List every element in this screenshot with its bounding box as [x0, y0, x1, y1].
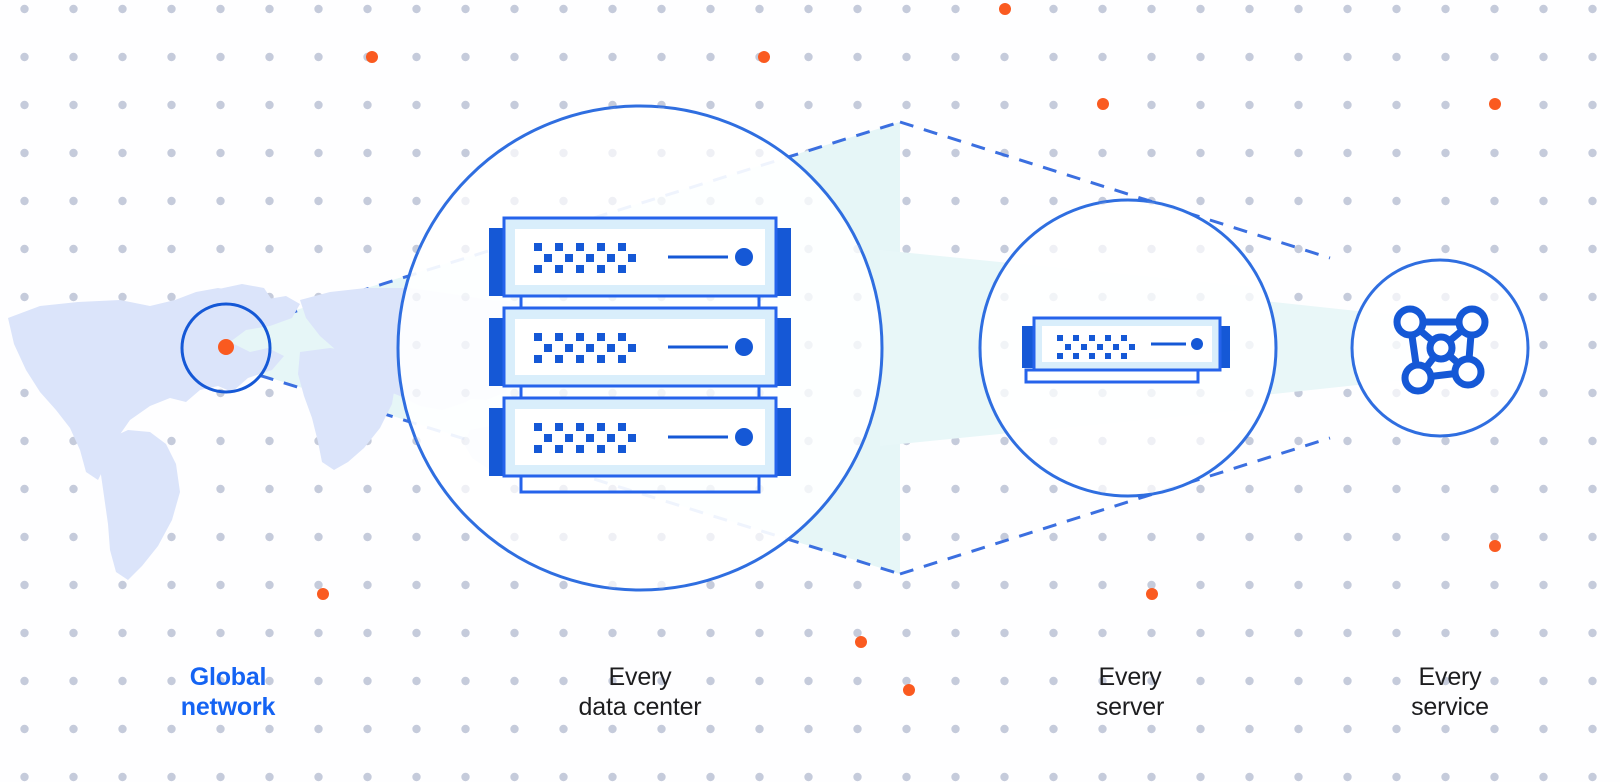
stage-label-service-line1: Every: [1418, 663, 1482, 691]
rack-unit-1-led-grid: [534, 243, 636, 273]
rack-unit-3-indicator: [735, 428, 753, 446]
rack-unit-2-indicator: [735, 338, 753, 356]
stage-label-global-network-line1: Global: [189, 663, 267, 691]
rack-unit-1-indicator: [735, 248, 753, 266]
server-indicator: [1191, 338, 1203, 350]
rack-unit-1: [489, 216, 791, 298]
server-rack-icon: [489, 216, 791, 494]
stage-label-global-network-line2: network: [180, 693, 276, 721]
graph-node-bottom-right: [1451, 355, 1485, 389]
server-led-grid: [1057, 335, 1135, 359]
stage-label-data-center-line1: Every: [608, 663, 672, 691]
map-landmass-samerica: [100, 430, 180, 580]
graph-node-top-right: [1455, 305, 1489, 339]
server-base: [1024, 368, 1200, 384]
rack-unit-3-led-grid: [534, 423, 636, 453]
single-server-icon: [1022, 316, 1230, 384]
stage-label-server-line1: Every: [1098, 663, 1162, 691]
dash-upper-dc-srv: [899, 120, 1331, 260]
rack-unit-2: [489, 306, 791, 388]
graph-node-bottom-left: [1401, 361, 1435, 395]
rack-unit-2-led-grid: [534, 333, 636, 363]
map-focus-circle: [180, 302, 272, 394]
network-graph-nodes: [1393, 305, 1489, 395]
graph-node-top-left: [1393, 305, 1427, 339]
map-landmass-africa: [298, 348, 396, 470]
dash-lower-dc-srv: [899, 436, 1331, 576]
stage-label-data-center-line2: data center: [578, 693, 702, 721]
rack-unit-3: [489, 396, 791, 478]
orange-accent-dots: [317, 3, 1501, 696]
stage-label-service-line2: service: [1411, 693, 1489, 721]
stage-label-server-line2: server: [1095, 693, 1165, 721]
graph-node-center: [1426, 333, 1456, 363]
map-landmass: [8, 288, 300, 480]
map-location-dot: [218, 339, 234, 355]
rack-base: [519, 474, 761, 494]
